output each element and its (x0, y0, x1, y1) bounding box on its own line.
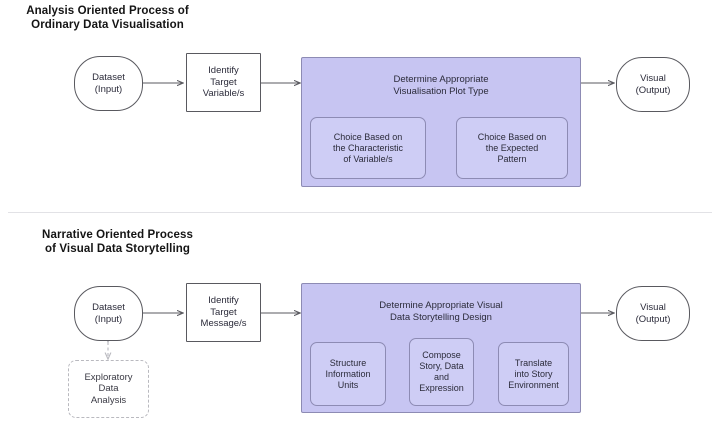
section-divider (8, 212, 712, 213)
subnode-label: Choice Based on the Characteristic of Va… (332, 131, 404, 164)
node-identify-target-variables[interactable]: Identify Target Variable/s (186, 53, 261, 112)
node-identify-target-messages[interactable]: Identify Target Message/s (186, 283, 261, 342)
group-title: Determine Appropriate Visual Data Storyt… (379, 300, 503, 323)
section-title-analysis-oriented: Analysis Oriented Process of Ordinary Da… (26, 5, 189, 31)
node-label: Dataset (Input) (92, 72, 125, 95)
subnode-label: Choice Based on the Expected Pattern (477, 131, 547, 164)
subnode-structure-information-units[interactable]: Structure Information Units (310, 342, 386, 406)
node-dataset-input-top[interactable]: Dataset (Input) (74, 56, 143, 111)
subnode-label: Structure Information Units (325, 357, 371, 390)
node-visual-output-top[interactable]: Visual (Output) (616, 57, 690, 112)
subnode-label: Compose Story, Data and Expression (419, 350, 464, 393)
node-dataset-input-bottom[interactable]: Dataset (Input) (74, 286, 143, 341)
node-label: Identify Target Message/s (200, 295, 247, 330)
subnode-choice-characteristic-of-variables[interactable]: Choice Based on the Characteristic of Va… (310, 117, 426, 179)
subnode-choice-expected-pattern[interactable]: Choice Based on the Expected Pattern (456, 117, 568, 179)
node-label: Identify Target Variable/s (202, 65, 245, 100)
subnode-label: Translate into Story Environment (508, 357, 559, 390)
subnode-compose-story-data-expression[interactable]: Compose Story, Data and Expression (409, 338, 474, 406)
node-label: Exploratory Data Analysis (84, 371, 133, 406)
node-label: Dataset (Input) (92, 302, 125, 325)
node-label: Visual (Output) (635, 302, 671, 325)
subnode-translate-into-story-environment[interactable]: Translate into Story Environment (498, 342, 569, 406)
node-exploratory-data-analysis[interactable]: Exploratory Data Analysis (68, 360, 149, 418)
node-label: Visual (Output) (635, 73, 671, 96)
group-title: Determine Appropriate Visualisation Plot… (393, 74, 489, 97)
section-title-narrative-oriented: Narrative Oriented Process of Visual Dat… (42, 229, 193, 255)
node-visual-output-bottom[interactable]: Visual (Output) (616, 286, 690, 341)
